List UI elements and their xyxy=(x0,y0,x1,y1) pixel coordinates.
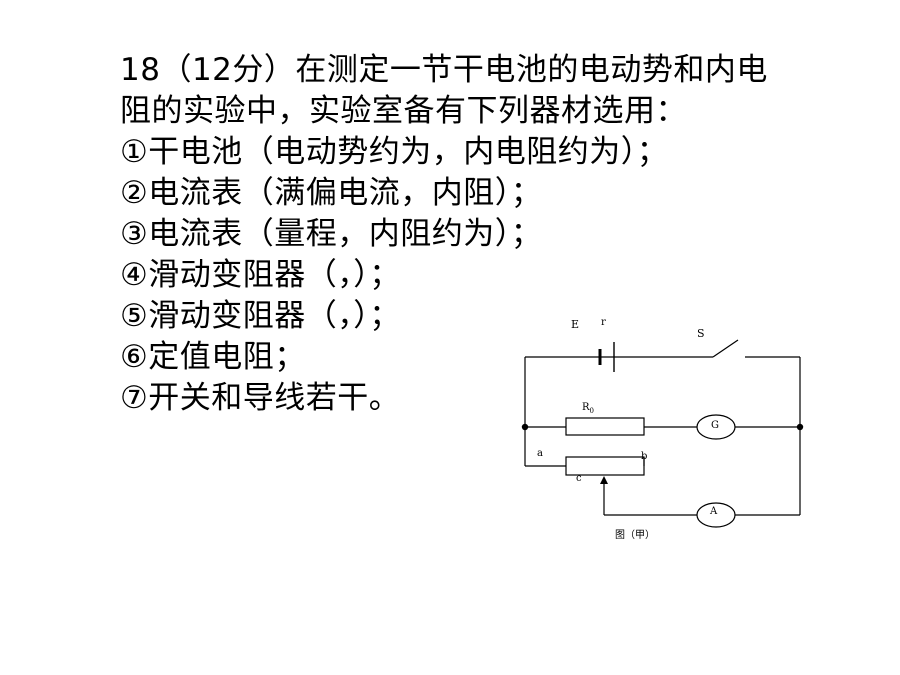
label-r0-main: R xyxy=(582,402,590,413)
label-s: S xyxy=(697,327,705,340)
slider-arrow xyxy=(600,476,608,484)
question-line: 阻的实验中，实验室备有下列器材选用： xyxy=(120,93,687,129)
figure-caption: 图（甲） xyxy=(615,529,655,541)
resistor-r0 xyxy=(565,417,645,436)
label-ammeter: A xyxy=(709,506,718,517)
label-e: E xyxy=(571,318,579,331)
label-r: r xyxy=(601,317,606,328)
equipment-item-2: ②电流表（满偏电流，内阻）； xyxy=(120,175,543,211)
label-g: G xyxy=(711,420,719,431)
question-line: 18（12分）在测定一节干电池的电动势和内电 xyxy=(120,52,768,88)
equipment-item-3: ③电流表（量程，内阻约为）； xyxy=(120,216,543,252)
label-c-node: c xyxy=(576,473,582,484)
equipment-item-6: ⑥定值电阻； xyxy=(120,339,306,375)
label-r0-sub: 0 xyxy=(590,407,594,415)
label-r0: R0 xyxy=(582,402,594,415)
junction-right xyxy=(796,423,804,431)
switch-blade xyxy=(712,339,739,358)
equipment-item-7: ⑦开关和导线若干。 xyxy=(120,380,401,416)
question-text: 18（12分）在测定一节干电池的电动势和内电 阻的实验中，实验室备有下列器材选用… xyxy=(120,50,840,419)
equipment-item-4: ④滑动变阻器（，）； xyxy=(120,257,401,293)
equipment-item-5: ⑤滑动变阻器（，）； xyxy=(120,298,401,334)
label-b-node: b xyxy=(641,451,647,462)
junction-left xyxy=(521,423,529,431)
equipment-item-1: ①干电池（电动势约为，内电阻约为）； xyxy=(120,134,669,170)
label-a-node: a xyxy=(537,448,543,459)
